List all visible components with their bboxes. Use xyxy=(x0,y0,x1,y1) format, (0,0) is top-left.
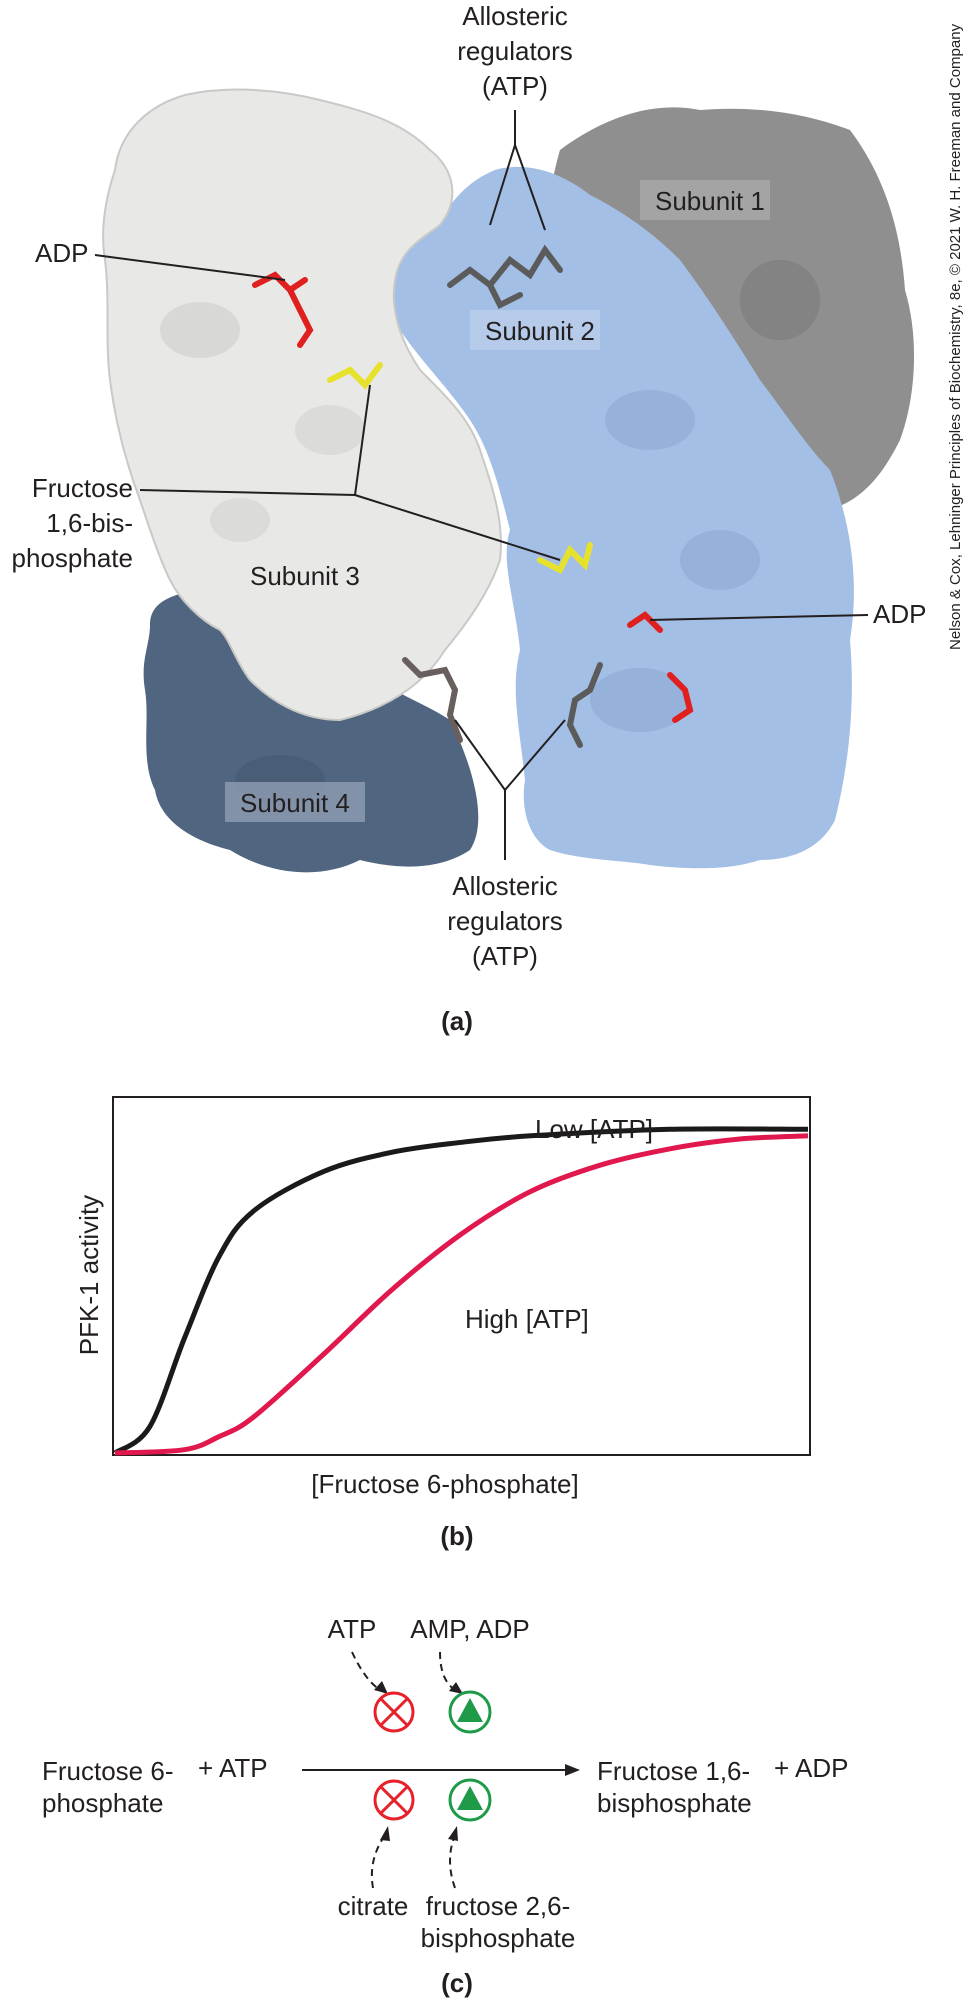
fbp-leader xyxy=(139,384,561,561)
fbp-ligand-left xyxy=(327,362,383,390)
inhibitor-bottom-label: citrate xyxy=(338,1891,409,1921)
plot-frame xyxy=(112,1096,811,1456)
adp-left-label: ADP xyxy=(35,238,88,268)
top-regulators-label-3: (ATP) xyxy=(482,71,548,101)
product-line-2: bisphosphate xyxy=(597,1788,752,1818)
subunit-1-label-bg xyxy=(640,180,770,220)
bottom-regulators-leader xyxy=(454,719,566,860)
y-axis-label: PFK-1 activity xyxy=(74,1195,104,1355)
panel-b: Low [ATP] High [ATP] PFK-1 activity [Fru… xyxy=(74,1096,811,1551)
top-regulators-label-2: regulators xyxy=(457,36,573,66)
plus-adp: + ADP xyxy=(774,1753,848,1783)
panel-c-label: (c) xyxy=(441,1968,473,1998)
activator-bottom-icon xyxy=(448,1778,492,1822)
top-regulators-leader xyxy=(489,110,546,231)
fbp-label-1: Fructose xyxy=(32,473,133,503)
credit-line: Nelson & Cox, Lehninger Principles of Bi… xyxy=(947,23,964,650)
reaction-arrow xyxy=(302,1764,580,1776)
inhibitor-top-icon xyxy=(373,1691,415,1733)
activator-top-icon xyxy=(448,1690,492,1734)
arrowheads xyxy=(374,1681,463,1841)
subunit-4-label: Subunit 4 xyxy=(240,788,350,818)
inhibitor-top-label: ATP xyxy=(328,1614,377,1644)
high-atp-label: High [ATP] xyxy=(465,1304,589,1334)
low-atp-label: Low [ATP] xyxy=(535,1114,653,1144)
adp-ligand-right xyxy=(627,611,694,723)
bottom-regulators-label-1: Allosteric xyxy=(452,871,557,901)
atp-ligand-bottom-left xyxy=(402,657,463,743)
activator-bottom-label-1: fructose 2,6- xyxy=(426,1891,571,1921)
x-axis-label: [Fructose 6-phosphate] xyxy=(311,1469,578,1499)
top-regulators-label-1: Allosteric xyxy=(462,1,567,31)
panel-a-label: (a) xyxy=(441,1006,473,1036)
atp-ligand-top xyxy=(447,244,563,310)
adp-left-leader xyxy=(94,254,286,281)
subunit-3-surface xyxy=(102,88,502,722)
plus-atp: + ATP xyxy=(198,1753,268,1783)
bottom-regulators-label-3: (ATP) xyxy=(472,941,538,971)
panel-a: Subunit 1 Subunit 2 Subunit 3 Subunit 4 … xyxy=(12,1,927,1036)
atp-ligand-bottom-right xyxy=(566,662,603,748)
inhibitor-bottom-icon xyxy=(373,1779,415,1821)
substrate-line-1: Fructose 6- xyxy=(42,1756,174,1786)
adp-ligand-left xyxy=(252,271,314,348)
substrate-line-2: phosphate xyxy=(42,1788,163,1818)
bottom-regulators-label-2: regulators xyxy=(447,906,563,936)
product-line-1: Fructose 1,6- xyxy=(597,1756,750,1786)
high-atp-curve xyxy=(114,1133,809,1456)
adp-right-leader xyxy=(649,614,869,621)
subunit-1-label: Subunit 1 xyxy=(655,186,765,216)
low-atp-curve xyxy=(113,1126,809,1456)
panel-b-label: (b) xyxy=(440,1521,473,1551)
panel-c: Fructose 6- phosphate + ATP Fructose 1,6… xyxy=(42,1614,848,1998)
surface-texture xyxy=(160,260,820,805)
adp-right-label: ADP xyxy=(873,599,926,629)
subunit-1-surface xyxy=(544,107,915,514)
fbp-label-3: phosphate xyxy=(12,543,133,573)
fbp-label-2: 1,6-bis- xyxy=(46,508,133,538)
subunit-3-label: Subunit 3 xyxy=(250,561,360,591)
activator-top-label: AMP, ADP xyxy=(410,1614,529,1644)
subunit-2-label: Subunit 2 xyxy=(485,316,595,346)
subunit-2-label-bg xyxy=(470,310,600,350)
subunit-4-label-bg xyxy=(225,782,365,822)
activator-bottom-label-2: bisphosphate xyxy=(421,1923,576,1953)
fbp-ligand-right xyxy=(537,542,593,575)
